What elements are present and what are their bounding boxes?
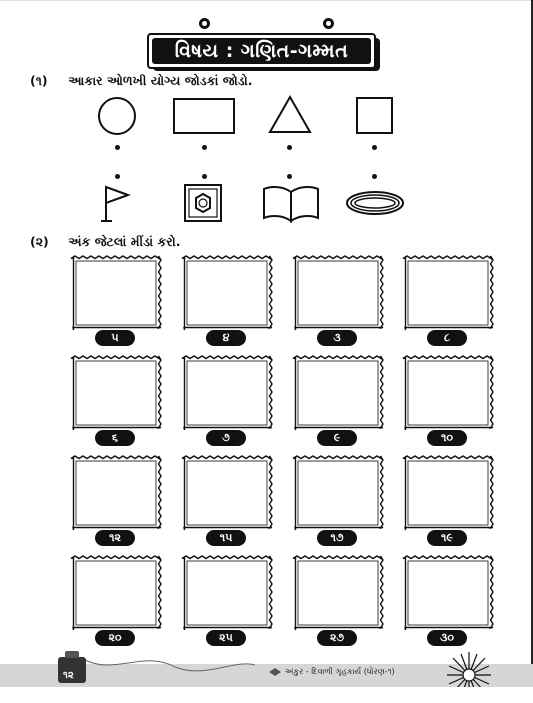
card-frame bbox=[181, 255, 273, 331]
page-title: વિષય : ગણિત-ગમ્મત bbox=[152, 38, 371, 64]
right-border bbox=[531, 0, 533, 664]
circle-icon bbox=[98, 97, 136, 135]
dot-card[interactable]: ૧૯ bbox=[399, 452, 497, 546]
number-badge: ૩૦ bbox=[427, 630, 467, 646]
dot-card[interactable]: ૨૭ bbox=[289, 552, 387, 646]
number-badge: ૧૦ bbox=[427, 430, 467, 446]
card-frame bbox=[181, 455, 273, 531]
dot-card[interactable]: ૯ bbox=[289, 352, 387, 446]
number-badge: ૬ bbox=[95, 430, 135, 446]
flag-icon bbox=[101, 185, 131, 222]
dot-card[interactable]: ૧૭ bbox=[289, 452, 387, 546]
battery-page-badge bbox=[58, 651, 255, 683]
ring-icon bbox=[346, 191, 404, 215]
question-1-text: આકાર ઓળખી યોગ્ય જોડકાં જોડો. bbox=[68, 73, 253, 88]
match-dot-bottom-4[interactable] bbox=[372, 174, 377, 179]
number-badge: ૧૯ bbox=[427, 530, 467, 546]
card-frame bbox=[181, 555, 273, 631]
footer-bar bbox=[0, 664, 533, 687]
dot-card[interactable]: ૮ bbox=[399, 252, 497, 346]
question-2-number: (૨) bbox=[30, 234, 49, 249]
rectangle-icon bbox=[173, 98, 235, 134]
dot-card[interactable]: ૧૦ bbox=[399, 352, 497, 446]
number-badge: ૯ bbox=[317, 430, 357, 446]
card-frame bbox=[402, 555, 494, 631]
dot-card[interactable]: ૩૦ bbox=[399, 552, 497, 646]
card-frame bbox=[70, 355, 162, 431]
binder-hole-left bbox=[199, 18, 210, 29]
card-frame bbox=[181, 355, 273, 431]
match-dot-bottom-2[interactable] bbox=[202, 174, 207, 179]
page-number: ૧૨ bbox=[63, 670, 74, 681]
number-badge: ૧૫ bbox=[206, 530, 246, 546]
dot-card[interactable]: ૨૫ bbox=[178, 552, 276, 646]
match-dot-top-1[interactable] bbox=[115, 145, 120, 150]
square-icon bbox=[356, 97, 393, 134]
footer-text: અંકુર - દિવાળી ગૃહકાર્ય (ધોરણ-૧) bbox=[285, 667, 395, 676]
number-badge: ૧૨ bbox=[95, 530, 135, 546]
dot-card[interactable]: ૧૫ bbox=[178, 452, 276, 546]
question-1: (૧) આકાર ઓળખી યોગ્ય જોડકાં જોડો. bbox=[30, 73, 253, 89]
dot-card[interactable]: ૨૦ bbox=[67, 552, 165, 646]
open-book-icon bbox=[263, 186, 319, 223]
question-1-number: (૧) bbox=[30, 73, 48, 88]
title-box: વિષય : ગણિત-ગમ્મત bbox=[147, 33, 376, 69]
number-badge: ૨૦ bbox=[95, 630, 135, 646]
number-badge: ૫ bbox=[95, 330, 135, 346]
question-2: (૨) અંક જેટલાં મીંડાં કરો. bbox=[30, 234, 181, 250]
number-badge: ૩ bbox=[317, 330, 357, 346]
number-badge: ૧૭ bbox=[317, 530, 357, 546]
number-badge: ૪ bbox=[206, 330, 246, 346]
card-frame bbox=[70, 455, 162, 531]
dot-card[interactable]: ૧૨ bbox=[67, 452, 165, 546]
match-dot-bottom-3[interactable] bbox=[287, 174, 292, 179]
number-badge: ૭ bbox=[206, 430, 246, 446]
card-frame bbox=[70, 555, 162, 631]
footer-margin bbox=[0, 687, 533, 703]
binder-hole-right bbox=[323, 18, 334, 29]
top-border bbox=[0, 0, 531, 1]
card-frame bbox=[402, 255, 494, 331]
nut-icon bbox=[184, 184, 222, 222]
number-badge: ૮ bbox=[427, 330, 467, 346]
question-2-text: અંક જેટલાં મીંડાં કરો. bbox=[68, 234, 181, 249]
card-frame bbox=[292, 255, 384, 331]
card-frame bbox=[292, 355, 384, 431]
card-frame bbox=[292, 555, 384, 631]
dot-card[interactable]: ૫ bbox=[67, 252, 165, 346]
dot-card[interactable]: ૬ bbox=[67, 352, 165, 446]
title-banner: વિષય : ગણિત-ગમ્મત bbox=[147, 33, 380, 71]
match-dot-top-3[interactable] bbox=[287, 145, 292, 150]
card-frame bbox=[402, 455, 494, 531]
dot-card[interactable]: ૪ bbox=[178, 252, 276, 346]
flame-icon bbox=[269, 668, 281, 676]
card-frame bbox=[402, 355, 494, 431]
dot-card[interactable]: ૭ bbox=[178, 352, 276, 446]
card-frame bbox=[70, 255, 162, 331]
dot-card[interactable]: ૩ bbox=[289, 252, 387, 346]
match-dot-bottom-1[interactable] bbox=[115, 174, 120, 179]
number-badge: ૨૭ bbox=[317, 630, 357, 646]
number-badge: ૨૫ bbox=[206, 630, 246, 646]
match-dot-top-4[interactable] bbox=[372, 145, 377, 150]
match-dot-top-2[interactable] bbox=[202, 145, 207, 150]
triangle-icon bbox=[268, 95, 312, 133]
card-frame bbox=[292, 455, 384, 531]
